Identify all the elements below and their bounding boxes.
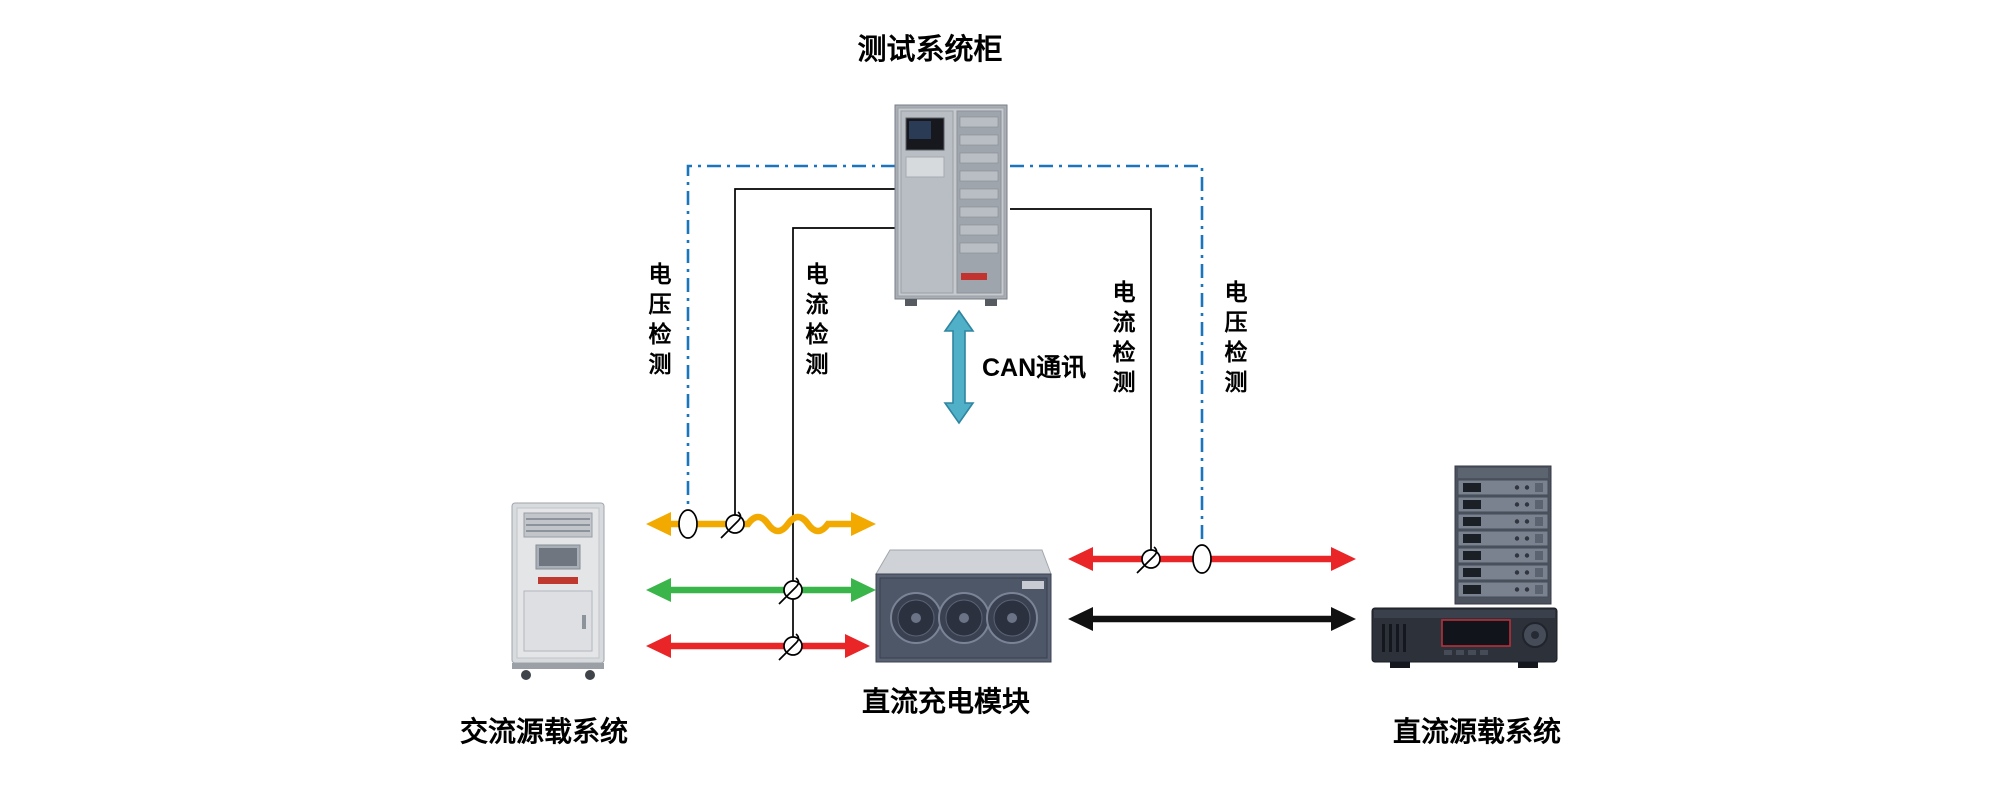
voltage-probe-right-icon xyxy=(1192,544,1212,574)
module-fan-2 xyxy=(938,592,990,644)
dc-stack-modules xyxy=(1457,479,1549,598)
left-voltage-detect-line xyxy=(686,164,895,524)
dc-source-load-label: 直流源载系统 xyxy=(1392,716,1561,747)
ac-source-load-label: 交流源载系统 xyxy=(459,716,628,747)
can-bus-arrow xyxy=(943,309,975,425)
arrow-ac-phase-yellow xyxy=(646,512,876,536)
current-sensor-yellow-icon xyxy=(720,511,745,539)
right-voltage-detect-label: 电压检测 xyxy=(1221,280,1247,400)
dc-source-load-stack-image xyxy=(1454,465,1552,605)
ac-source-load-cabinet-image xyxy=(511,502,605,680)
left-current-detect-line-1 xyxy=(734,188,895,524)
instrument-display xyxy=(1441,619,1511,647)
cabinet-keypad xyxy=(905,156,945,178)
cabinet-brand-mark xyxy=(961,273,987,280)
can-comm-label: CAN通讯 xyxy=(982,354,1087,382)
module-fan-1 xyxy=(890,592,942,644)
arrow-dc-negative-black xyxy=(1068,607,1356,631)
current-sensor-red-icon xyxy=(778,633,803,661)
right-current-detect-line xyxy=(1010,208,1152,559)
arrow-ac-phase-red xyxy=(646,634,870,658)
arrow-dc-positive-red xyxy=(1068,547,1356,571)
voltage-probe-left-icon xyxy=(678,509,698,539)
current-sensor-green-icon xyxy=(778,577,803,605)
current-sensor-dc-icon xyxy=(1136,546,1161,574)
cabinet-rack-slots xyxy=(959,116,999,254)
ac-cabinet-brand-mark xyxy=(538,577,578,584)
left-current-detect-line-2 xyxy=(792,227,895,646)
dc-charge-module-label: 直流充电模块 xyxy=(861,686,1030,717)
ac-cabinet-door xyxy=(523,590,593,652)
right-current-detect-label: 电流检测 xyxy=(1109,280,1135,400)
module-fan-3 xyxy=(986,592,1038,644)
module-nameplate xyxy=(1022,581,1044,589)
test-system-cabinet-image xyxy=(894,104,1008,306)
right-voltage-detect-line xyxy=(1010,164,1204,559)
title-test-system-cabinet: 测试系统柜 xyxy=(857,34,1003,66)
left-current-detect-label: 电流检测 xyxy=(802,262,828,382)
arrow-ac-phase-green xyxy=(646,578,876,602)
dc-source-load-instrument-image xyxy=(1371,607,1558,668)
dc-charge-module-image xyxy=(875,549,1052,663)
left-voltage-detect-label: 电压检测 xyxy=(645,262,671,382)
